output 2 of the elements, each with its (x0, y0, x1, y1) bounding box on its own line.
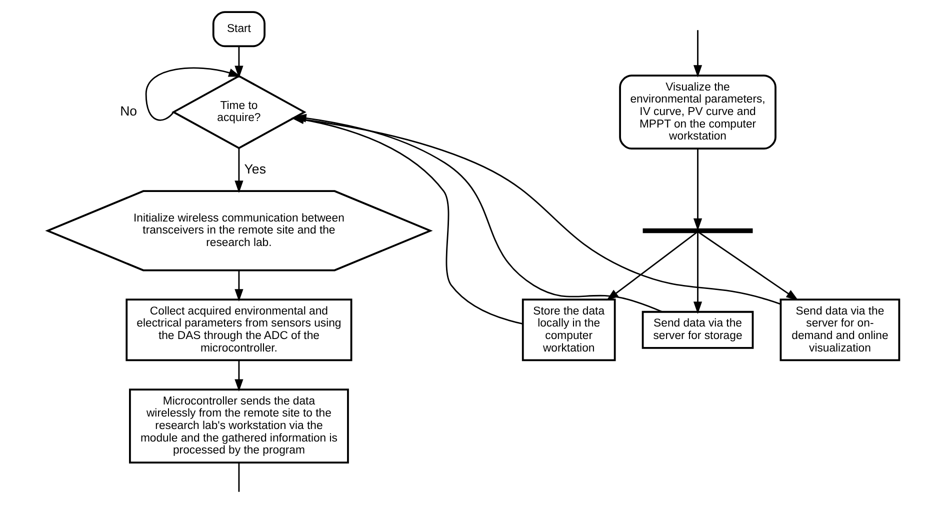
edge-label: No (120, 104, 138, 119)
edge-label: Yes (244, 161, 266, 176)
